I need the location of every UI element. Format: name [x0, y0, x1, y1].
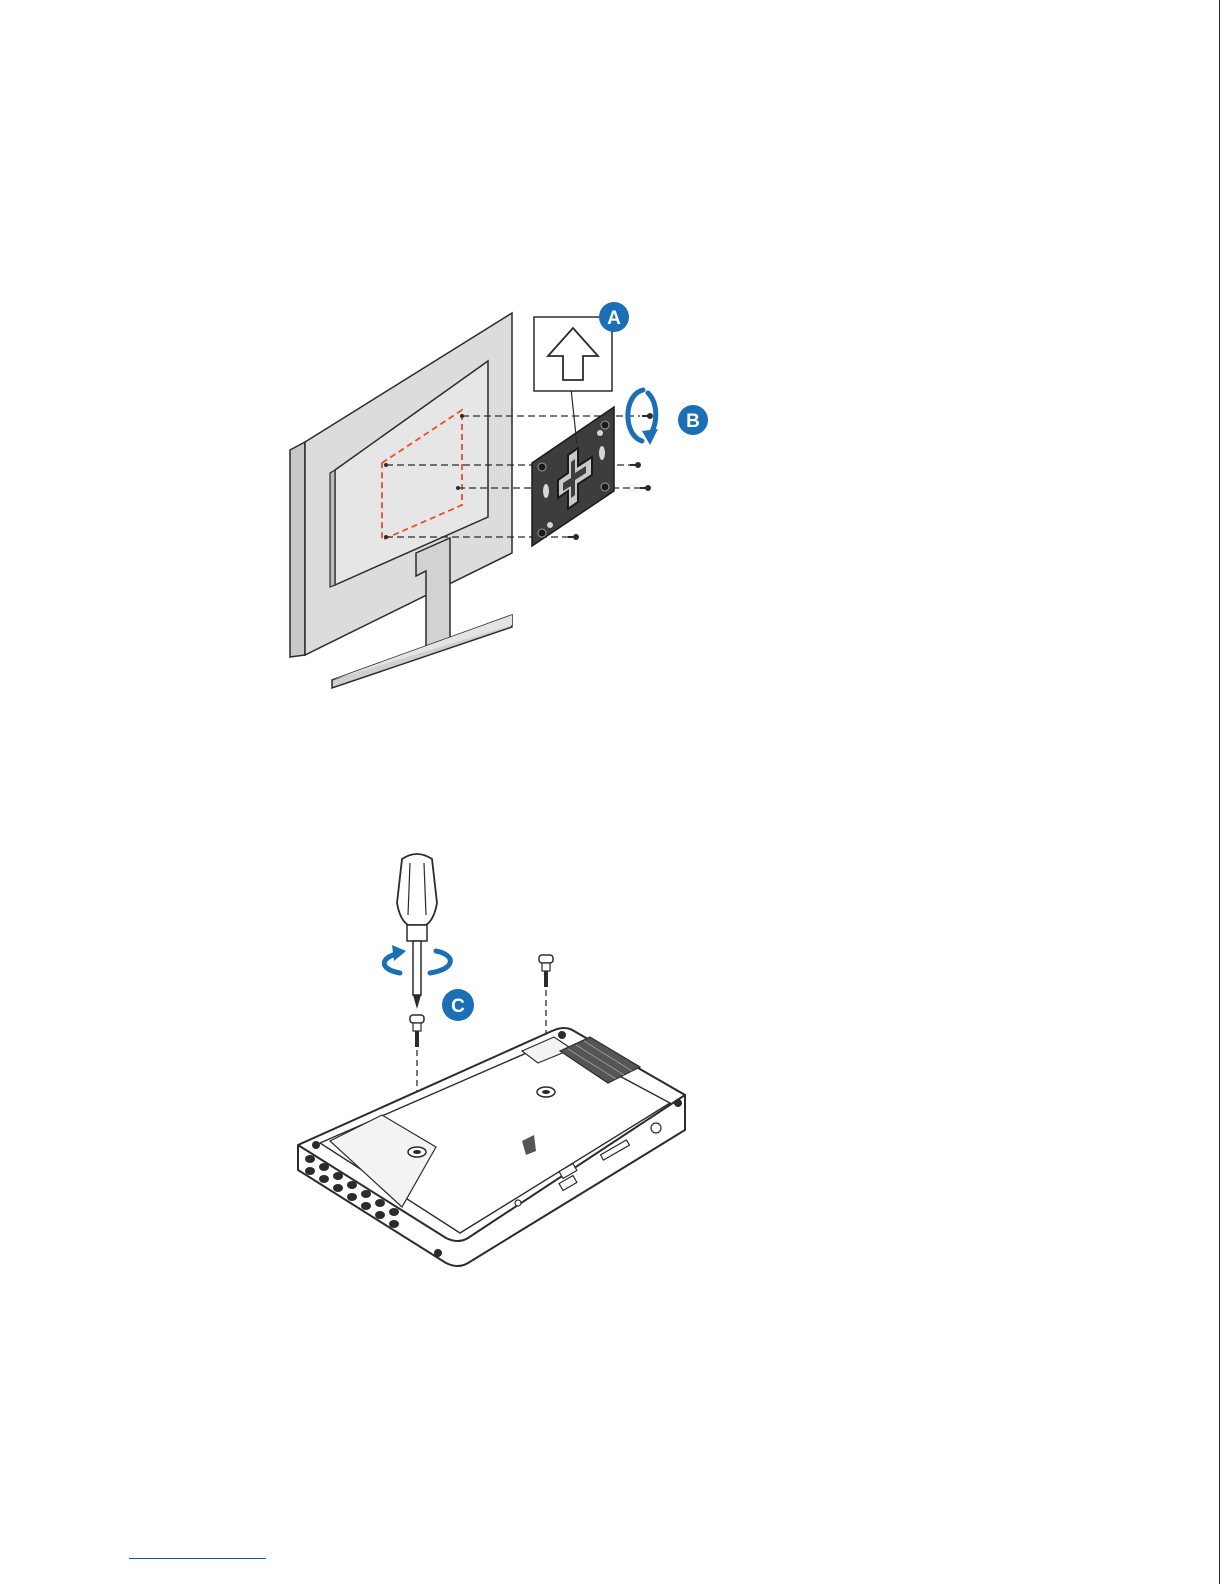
callout-b-label: B: [686, 411, 700, 432]
mount-screw-left: [410, 1015, 424, 1047]
callout-c: C: [442, 989, 474, 1021]
mini-pc-chassis: [298, 1028, 685, 1266]
monitor-bracket-figure: A B: [280, 295, 740, 695]
screwdriver-icon: [397, 854, 437, 1009]
rotate-arrow-icon: [628, 390, 658, 445]
vesa-bracket-plate: [532, 407, 614, 546]
mount-screws-illustration: C: [290, 845, 700, 1280]
page-edge-line: [1219, 0, 1220, 1584]
footnote-rule: [129, 1558, 266, 1559]
callout-b: B: [678, 405, 708, 435]
monitor-side: [290, 442, 305, 657]
callout-c-label: C: [451, 996, 465, 1017]
monitor-bracket-illustration: A B: [280, 295, 740, 695]
callout-a-label: A: [607, 308, 621, 329]
mount-screws-figure: C: [290, 845, 700, 1280]
callout-a: A: [599, 302, 629, 332]
mount-screw-right: [539, 955, 553, 987]
